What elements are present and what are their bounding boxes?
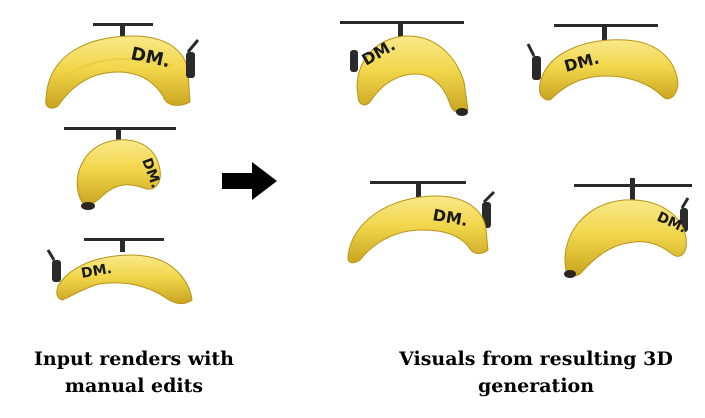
logo-text: DM. — [80, 261, 113, 282]
output-caption: Visuals from resulting 3D generation — [386, 346, 686, 400]
propeller-icon — [84, 238, 164, 252]
propeller-icon — [554, 24, 658, 40]
propeller-icon — [574, 178, 692, 200]
propeller-icon — [93, 23, 153, 37]
generated-view-3: DM. — [347, 181, 496, 264]
input-caption-line-1: Input renders with — [34, 348, 234, 370]
propeller-icon — [370, 181, 466, 197]
generated-view-1: DM. — [340, 21, 469, 116]
motor-icon — [350, 50, 358, 72]
motor-icon — [526, 43, 541, 80]
input-caption: Input renders with manual edits — [18, 346, 250, 400]
motor-icon — [186, 39, 200, 78]
motor-icon — [46, 249, 61, 282]
input-render-1: DM. — [45, 23, 200, 109]
input-caption-line-2: manual edits — [64, 375, 204, 397]
input-render-3: DM. — [46, 238, 193, 305]
input-render-2: DM. — [64, 127, 176, 210]
output-caption-line-2: generation — [477, 375, 595, 397]
output-caption-line-1: Visuals from resulting 3D — [399, 348, 673, 370]
propeller-icon — [340, 21, 464, 37]
generated-view-2: DM. — [526, 24, 679, 101]
generated-view-4: DM. — [564, 178, 692, 278]
right-arrow-icon — [222, 162, 277, 200]
propeller-icon — [64, 127, 176, 141]
